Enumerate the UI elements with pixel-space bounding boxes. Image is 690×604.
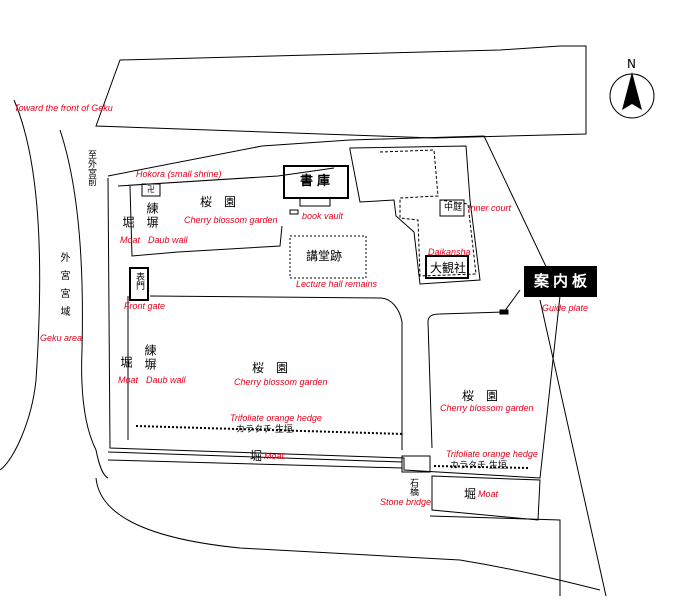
sakura-top-jp-label: 桜 園 — [200, 195, 237, 209]
stone-bridge-label: Stone bridge — [380, 497, 432, 507]
moat-left-bottom-jp-label: 堀 — [119, 356, 133, 368]
road-edge-left — [0, 99, 41, 471]
sakura-right-label: Cherry blossom garden — [440, 403, 534, 413]
wall-left-top-jp-label: 練塀 — [145, 202, 159, 230]
front-gate-frame — [129, 267, 149, 301]
inner-wall-garden — [129, 185, 283, 257]
moat-bottom-right-jp-label: 堀 — [464, 487, 477, 501]
moat-bottom-jp-label: 堀 — [250, 449, 263, 463]
hedge-mid-jp-label: カラタチ 生垣 — [236, 425, 293, 435]
hokora-mark: 卍 — [147, 185, 155, 194]
book-vault-label: book vault — [302, 211, 344, 221]
nakaniwa-jp-label: 中庭 — [444, 203, 463, 213]
wall-left-top-label: Daub wall — [148, 235, 188, 245]
stone-bridge-jp-label: 石橋 — [408, 478, 418, 496]
inner-wall-north — [117, 167, 335, 187]
shoko-steps — [299, 198, 331, 207]
daikansha-label: Daikansha — [428, 247, 471, 257]
guide-board-label: 案内板 — [524, 266, 598, 297]
geku-area-label: Geku area — [40, 333, 83, 343]
front-gate-jp-label: 表門 — [134, 272, 144, 290]
hedge-right-jp-label: カラタチ 生垣 — [450, 461, 507, 471]
guide-plate-mark — [499, 309, 509, 315]
sakura-mid-jp-label: 桜 園 — [252, 361, 289, 375]
inner-court-label: Inner court — [468, 203, 512, 213]
daikansha-jp-label: 大観社 — [430, 261, 467, 275]
guide-plate-label: Guide plate — [542, 303, 589, 313]
shoko-jp-label: 書庫 — [300, 174, 335, 189]
book-vault-mark — [289, 209, 299, 215]
moat-left-top-jp-label: 堀 — [121, 216, 135, 228]
sakura-top-label: Cherry blossom garden — [184, 215, 278, 225]
path-main-north — [149, 295, 403, 450]
toward-geku-jp-label: 至外宮前 — [86, 150, 96, 186]
geku-area-jp-label: 外宮宮域 — [58, 252, 69, 324]
hokora-label: Hokora (small shrine) — [136, 169, 222, 179]
shoko-building — [283, 165, 349, 199]
complex-walls — [379, 149, 477, 277]
lecture-hall-label: Lecture hall remains — [296, 279, 378, 289]
daikansha-building — [425, 255, 469, 279]
south-terrain — [95, 477, 601, 591]
road-edge-right — [59, 129, 109, 479]
moat-bottom-right-label: Moat — [478, 489, 499, 499]
sakura-mid-label: Cherry blossom garden — [234, 377, 328, 387]
hedge-mid-label: Trifoliate orange hedge — [230, 413, 322, 423]
building-complex — [349, 145, 481, 285]
site-boundary — [107, 135, 561, 479]
hedge-right-label: Trifoliate orange hedge — [446, 449, 538, 459]
path-east — [427, 311, 505, 449]
wall-left-bottom-jp-label: 練塀 — [143, 344, 157, 372]
north-letter: N — [627, 57, 636, 71]
moat-bottom-label: Moat — [264, 451, 285, 461]
moat-south-inner — [107, 459, 403, 469]
front-gate-label: Front gate — [124, 301, 166, 311]
north-arrow — [609, 72, 655, 119]
south-terrain-2 — [429, 515, 561, 596]
wall-left-bottom-label: Daub wall — [146, 375, 186, 385]
lecture-hall-remains — [289, 235, 367, 279]
hedge-main — [135, 425, 405, 435]
stone-bridge — [401, 455, 431, 473]
shrine-box — [141, 183, 161, 197]
kodo-jp-label: 講堂跡 — [306, 249, 343, 263]
moat-left-bottom-label: Moat — [118, 375, 139, 385]
sakura-right-jp-label: 桜 園 — [462, 389, 499, 403]
toward-geku-label: Toward the front of Geku — [14, 103, 113, 113]
guide-plate-pointer — [503, 289, 521, 313]
south-edge — [539, 299, 607, 597]
moat-south-east — [431, 475, 541, 521]
north-parcel — [95, 45, 587, 139]
moat-left-top-label: Moat — [120, 235, 141, 245]
inner-court-area — [439, 199, 465, 217]
